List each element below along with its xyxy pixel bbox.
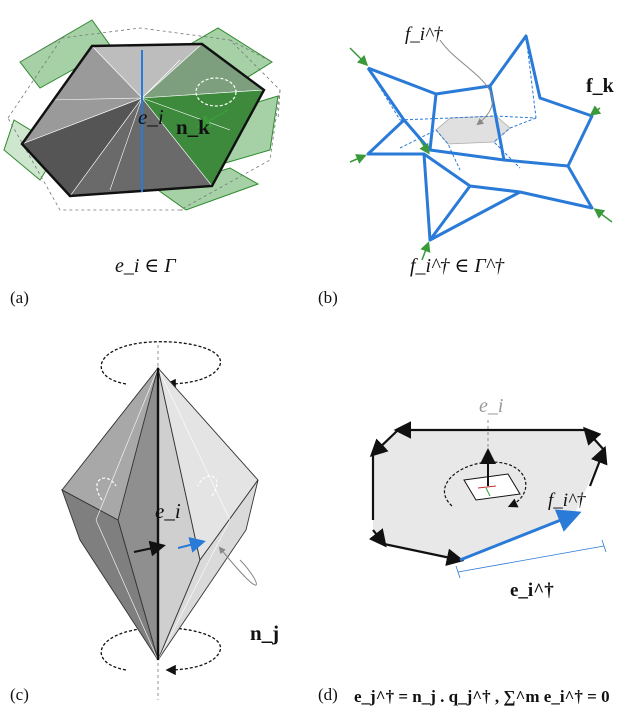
panel-a: e_i n_k e_i ∈ Γ (a) [3, 19, 281, 307]
edge-label: e_i [479, 395, 503, 417]
panel-b: f_i^† f_k f_i^† ∈ Γ^† (b) [318, 24, 615, 307]
panel-d: e_i f_i^† e_i^† (d) e_j^† = n_j . q_j^† … [318, 395, 610, 706]
face-edges [368, 421, 608, 566]
bipyramid-lines [95, 367, 231, 661]
primal-outline [20, 42, 266, 198]
panel-tag: (a) [10, 288, 29, 307]
face-label: f_i^† [405, 24, 443, 45]
dual-edges [366, 34, 594, 242]
loop [96, 477, 117, 501]
normal-label: n_j [250, 621, 279, 645]
caption: e_i ∈ Γ [115, 255, 177, 277]
normal-blue [177, 537, 206, 553]
edge-label: e_i [138, 105, 164, 129]
construction-lines [7, 27, 281, 211]
force-arrows [349, 47, 613, 261]
rotation-loop [195, 77, 237, 107]
dual-edge-label: e_i^† [510, 580, 554, 601]
force-label: f_k [586, 75, 615, 97]
panel-tag: (d) [318, 685, 338, 704]
normal-label: n_k [176, 115, 210, 139]
face-label: f_i^† [548, 490, 586, 511]
normal-black [133, 540, 166, 557]
rotation-bottom [100, 627, 222, 676]
axis-green [485, 487, 491, 497]
equation: e_j^† = n_j . q_j^† , ∑^m e_i^† = 0 [354, 687, 610, 706]
dual-edge [459, 509, 582, 562]
face-pointer [439, 39, 494, 126]
caption: f_i^† ∈ Γ^† [410, 255, 505, 277]
panel-tag: (c) [10, 685, 29, 704]
edge-label: e_i [155, 499, 181, 523]
bipyramid [61, 366, 259, 661]
cross-section [463, 473, 521, 501]
panel-c: e_i n_j (c) [10, 341, 279, 704]
panel-tag: (b) [318, 288, 338, 307]
normal-pointer [218, 546, 257, 586]
rotation-top [100, 341, 222, 390]
rotation-loop [443, 461, 527, 508]
axis-red [477, 485, 497, 489]
dimension-line [455, 539, 607, 579]
loop [197, 475, 218, 497]
normal-arrow [196, 109, 229, 128]
